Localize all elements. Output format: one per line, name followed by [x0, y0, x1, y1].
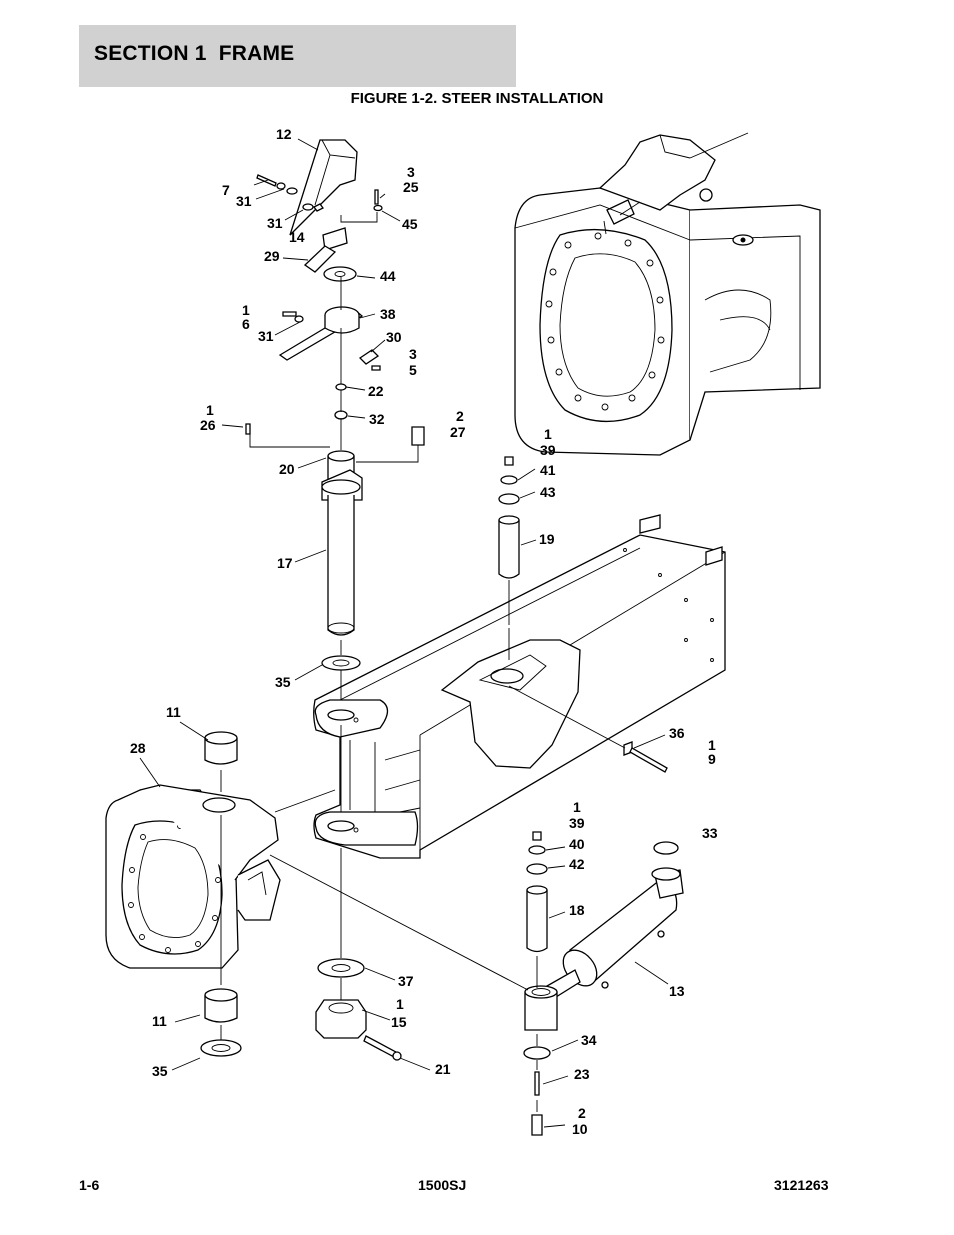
callout-15: 15 [391, 1014, 407, 1030]
callout-27: 27 [450, 424, 466, 440]
callout-20: 20 [279, 461, 295, 477]
callout-14: 14 [289, 229, 305, 245]
callout-1: 1 [708, 737, 716, 753]
callout-7: 7 [222, 182, 230, 198]
callout-2: 2 [578, 1105, 586, 1121]
callout-44: 44 [380, 268, 396, 284]
axle-frame [313, 514, 726, 859]
callout-3: 3 [407, 164, 415, 180]
callout-31: 31 [236, 193, 252, 209]
callout-36: 36 [669, 725, 685, 741]
callout-1: 1 [396, 996, 404, 1012]
steer-arm-12 [289, 139, 358, 236]
callout-40: 40 [569, 836, 585, 852]
document-number: 3121263 [774, 1177, 829, 1193]
callout-41: 41 [540, 462, 556, 478]
page-number: 1-6 [79, 1177, 100, 1193]
spindle-28 [105, 784, 281, 969]
callout-6: 6 [242, 316, 250, 332]
callout-31: 31 [267, 215, 283, 231]
callout-19: 19 [539, 531, 555, 547]
callout-38: 38 [380, 306, 396, 322]
callout-11: 11 [152, 1013, 167, 1029]
callout-12: 12 [276, 126, 292, 142]
callout-23: 23 [574, 1066, 590, 1082]
callout-1: 1 [242, 302, 250, 318]
section-header-bar [79, 25, 516, 87]
callout-30: 30 [386, 329, 402, 345]
callout-3: 3 [409, 346, 417, 362]
callout-5: 5 [409, 362, 417, 378]
callout-37: 37 [398, 973, 414, 989]
callout-33: 33 [702, 825, 718, 841]
callout-26: 26 [200, 417, 216, 433]
lower-parts [200, 731, 402, 1061]
steer-cylinder-13 [524, 867, 684, 1031]
section-title: SECTION 1 FRAME [94, 42, 295, 65]
callout-21: 21 [435, 1061, 451, 1077]
callout-25: 25 [403, 179, 419, 195]
callout-32: 32 [369, 411, 385, 427]
callout-28: 28 [130, 740, 146, 756]
small-hardware [245, 174, 425, 446]
assembly-lines [220, 212, 626, 1112]
callout-1: 1 [544, 426, 552, 442]
callout-9: 9 [708, 751, 716, 767]
callout-17: 17 [277, 555, 293, 571]
callout-45: 45 [402, 216, 418, 232]
assembled-spindle-view [514, 132, 821, 456]
callout-labels: 12 3 25 7 31 31 14 45 29 44 1 6 38 31 30… [130, 126, 718, 1137]
callout-2: 2 [456, 408, 464, 424]
kingpin-assembly [321, 450, 363, 671]
leader-lines [139, 138, 669, 1128]
callout-10: 10 [572, 1121, 588, 1137]
callout-29: 29 [264, 248, 280, 264]
callout-43: 43 [540, 484, 556, 500]
callout-31: 31 [258, 328, 274, 344]
callout-35: 35 [152, 1063, 168, 1079]
figure-title: FIGURE 1-2. STEER INSTALLATION [350, 90, 604, 107]
model-name: 1500SJ [418, 1177, 467, 1193]
callout-35: 35 [275, 674, 291, 690]
callout-18: 18 [569, 902, 585, 918]
callout-13: 13 [669, 983, 685, 999]
callout-11: 11 [166, 704, 181, 720]
callout-22: 22 [368, 383, 384, 399]
callout-42: 42 [569, 856, 585, 872]
callout-34: 34 [581, 1032, 597, 1048]
pin-stacks [498, 456, 679, 1136]
callout-39: 39 [569, 815, 585, 831]
callout-1: 1 [573, 799, 581, 815]
callout-1: 1 [206, 402, 214, 418]
callout-39: 39 [540, 442, 556, 458]
